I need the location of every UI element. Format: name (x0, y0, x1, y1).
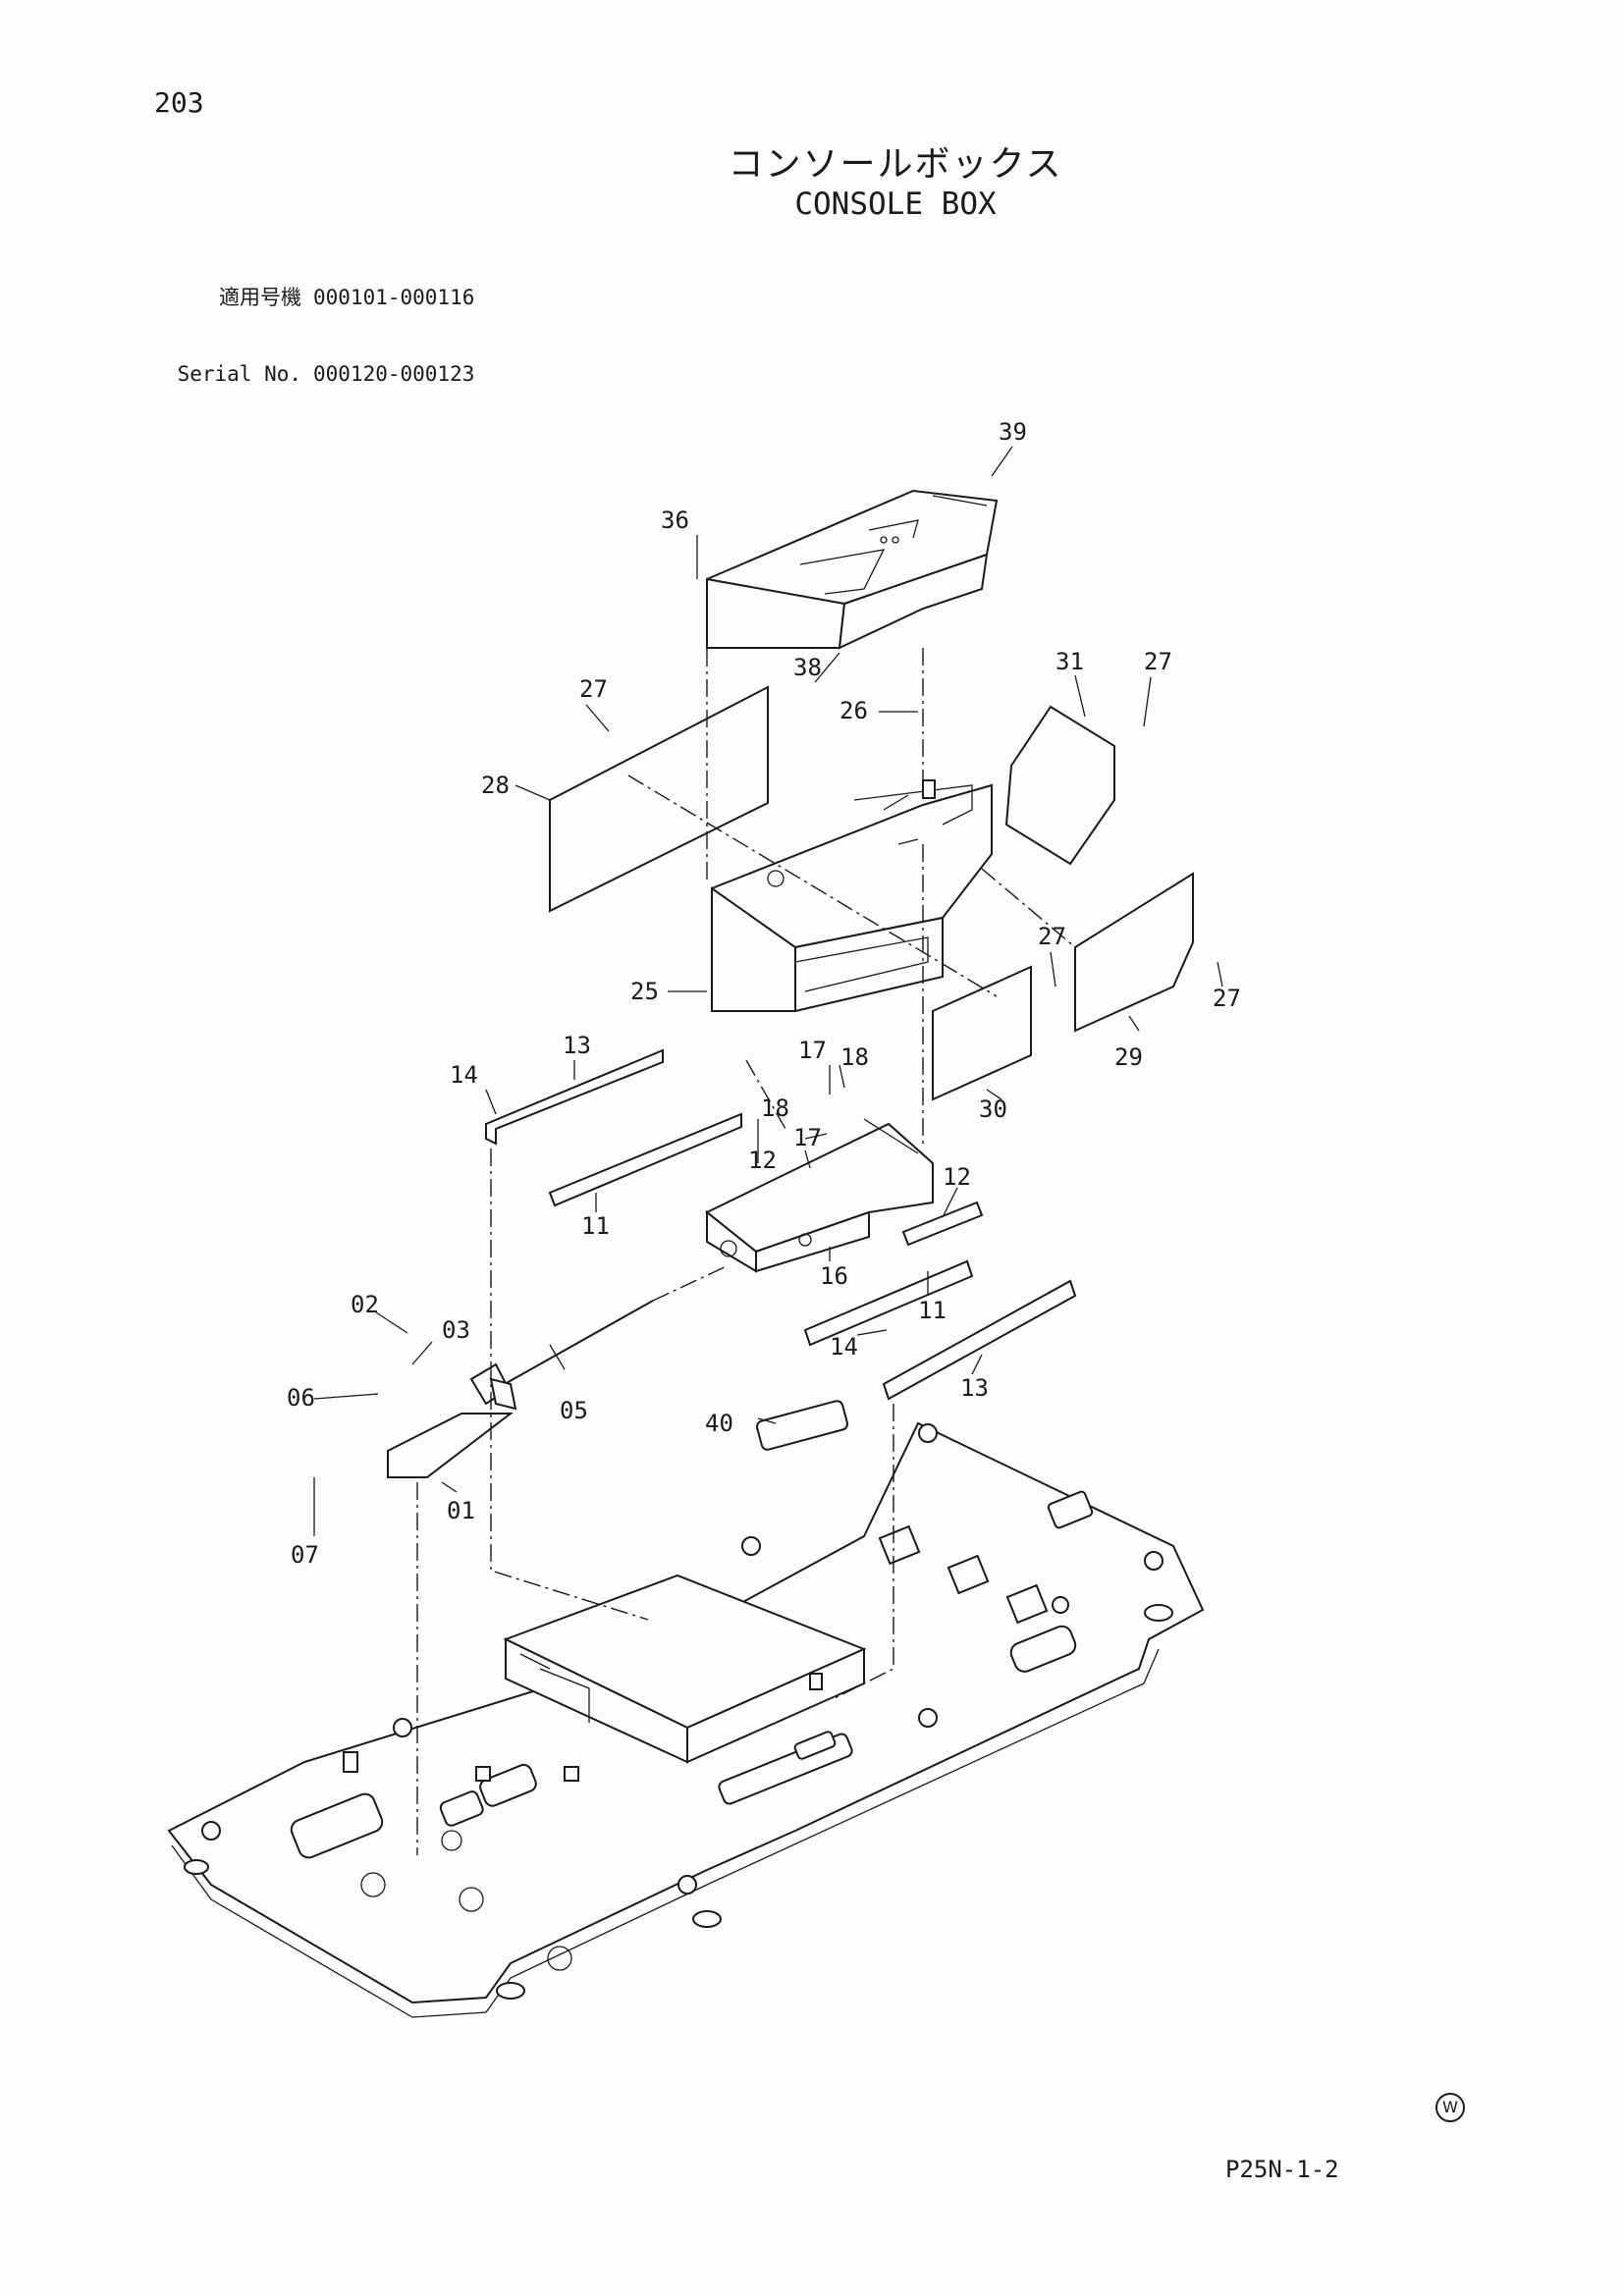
pad-40 (755, 1400, 849, 1451)
serial-block: 適用号機 000101-000116 Serial No. 000120-00012… (154, 234, 475, 412)
callout-30: 30 (979, 1095, 1007, 1123)
callout-02: 02 (351, 1291, 379, 1318)
side-panel-29 (1074, 872, 1194, 1033)
callout-06: 06 (287, 1384, 315, 1412)
rail-13-right (882, 1279, 1077, 1401)
callout-01: 01 (447, 1497, 475, 1524)
callout-11: 11 (918, 1297, 947, 1324)
page-number: 203 (154, 86, 204, 119)
callout-39: 39 (999, 418, 1027, 446)
callout-27: 27 (579, 675, 608, 703)
callout-28: 28 (481, 772, 510, 799)
side-panel-30 (932, 965, 1032, 1101)
diagram-title-english: CONSOLE BOX (794, 187, 997, 222)
leader-lines (313, 446, 1223, 1536)
callout-25: 25 (630, 978, 659, 1005)
rail-13-left (485, 1048, 664, 1146)
serial-row-applicable: 適用号機 000101-000116 (154, 285, 474, 310)
lower-frame (705, 1118, 934, 1273)
phantom-lines (416, 618, 1076, 1855)
rail-11-right (803, 1259, 974, 1347)
callout-12: 12 (943, 1163, 971, 1191)
callout-27: 27 (1213, 985, 1241, 1012)
top-cover (706, 489, 999, 650)
callout-27: 27 (1038, 923, 1066, 950)
callout-36: 36 (661, 507, 689, 534)
callout-13: 13 (960, 1374, 989, 1402)
serial-label: 適用号機 (219, 286, 301, 309)
callout-26: 26 (839, 697, 868, 724)
callout-11: 11 (581, 1212, 610, 1240)
console-frame (711, 779, 993, 1013)
callout-16: 16 (820, 1262, 848, 1290)
callout-13: 13 (563, 1032, 591, 1059)
callout-18: 18 (761, 1095, 789, 1122)
bracket-12-right (901, 1201, 984, 1247)
serial-label: Serial No. (177, 362, 301, 386)
callout-07: 07 (291, 1541, 319, 1569)
callout-38: 38 (793, 654, 822, 681)
callout-18: 18 (840, 1043, 869, 1071)
rail-11-left (548, 1112, 742, 1207)
serial-row-number: Serial No. 000120-000123 (154, 361, 475, 387)
callout-27: 27 (1144, 648, 1172, 675)
callout-17: 17 (798, 1037, 827, 1064)
callout-03: 03 (442, 1316, 470, 1344)
side-panel-28 (549, 685, 769, 913)
side-panel-31 (1004, 705, 1115, 866)
diagram-title-japanese: コンソールボックス (728, 144, 1063, 185)
callout-40: 40 (705, 1410, 733, 1437)
callout-14: 14 (830, 1333, 858, 1361)
callout-31: 31 (1056, 648, 1084, 675)
pedal-bracket (387, 1413, 514, 1478)
callout-05: 05 (560, 1397, 588, 1424)
footer-code: P25N-1-2 (1225, 2156, 1339, 2183)
callout-14: 14 (450, 1061, 478, 1089)
callout-labels: 39 36 38 27 31 27 26 28 25 27 29 27 30 1… (287, 418, 1241, 1569)
corner-w-mark: W (1435, 2093, 1465, 2122)
callout-17: 17 (793, 1124, 822, 1151)
damper-rod (469, 1300, 654, 1411)
base-mount-bracket (503, 1574, 867, 1764)
callout-12: 12 (748, 1147, 777, 1174)
serial-value: 000101-000116 (313, 286, 475, 309)
callout-29: 29 (1114, 1043, 1143, 1071)
serial-value: 000120-000123 (313, 362, 475, 386)
